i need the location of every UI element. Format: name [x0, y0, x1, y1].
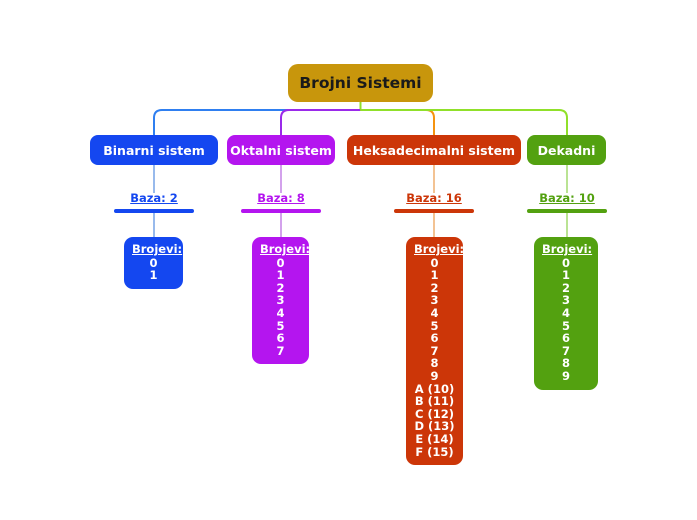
branch-node-octal[interactable]: Oktalni sistem — [227, 135, 335, 165]
digit-item: A (10) — [414, 381, 455, 396]
digit-item: 6 — [561, 331, 570, 346]
root-node-label: Brojni Sistemi — [299, 74, 422, 92]
digit-item: B (11) — [414, 394, 455, 409]
base-label-binary: Baza: 2 — [114, 192, 194, 213]
base-label-underline-bar — [394, 209, 474, 213]
digit-item: C (12) — [415, 406, 454, 421]
base-label-underline-bar — [527, 209, 607, 213]
digit-item: 5 — [561, 318, 570, 333]
base-label-text: Baza: 2 — [130, 191, 178, 205]
base-label-underline-bar — [241, 209, 321, 213]
digit-item: 9 — [561, 368, 570, 383]
digit-item: 8 — [430, 356, 439, 371]
digit-item: 7 — [276, 343, 285, 358]
digit-item: 4 — [276, 305, 285, 320]
branch-node-label: Heksadecimalni sistem — [352, 142, 516, 158]
digit-item: 7 — [561, 343, 570, 358]
digit-item: 0 — [430, 255, 439, 270]
digit-item: 3 — [276, 293, 285, 308]
digit-item: 3 — [561, 293, 570, 308]
digit-item: 3 — [430, 293, 439, 308]
digit-item: E (14) — [415, 431, 454, 446]
base-label-hexadecimal: Baza: 16 — [394, 192, 474, 213]
digit-item: 4 — [561, 305, 570, 320]
base-label-decimal: Baza: 10 — [527, 192, 607, 213]
branch-node-label: Dekadni — [537, 142, 596, 158]
digit-item: 0 — [561, 255, 570, 270]
digit-item: 7 — [430, 343, 439, 358]
leaf-title: Brojevi: — [414, 242, 465, 256]
digit-item: 6 — [276, 331, 285, 346]
connector-binary — [153, 109, 361, 136]
connector-decimal — [360, 109, 568, 136]
base-label-text: Baza: 10 — [539, 191, 595, 205]
digit-item: 1 — [149, 268, 158, 283]
leaf-title: Brojevi: — [132, 242, 183, 256]
digit-item: 1 — [430, 268, 439, 283]
digit-item: 2 — [561, 280, 570, 295]
branch-node-binary[interactable]: Binarni sistem — [90, 135, 218, 165]
branch-node-decimal[interactable]: Dekadni — [527, 135, 606, 165]
digit-item: 1 — [276, 268, 285, 283]
root-node[interactable]: Brojni Sistemi — [288, 64, 433, 102]
digit-item: 2 — [430, 280, 439, 295]
digit-item: 6 — [430, 331, 439, 346]
digit-item: 5 — [276, 318, 285, 333]
digit-item: 9 — [430, 368, 439, 383]
digit-item: 0 — [276, 255, 285, 270]
base-label-text: Baza: 16 — [406, 191, 462, 205]
digit-item: 2 — [276, 280, 285, 295]
base-label-octal: Baza: 8 — [241, 192, 321, 213]
base-label-underline-bar — [114, 209, 194, 213]
digit-item: 5 — [430, 318, 439, 333]
connector-hexadecimal — [360, 109, 435, 136]
connector-octal — [280, 109, 361, 136]
digit-item: 0 — [149, 255, 158, 270]
digit-item: D (13) — [414, 419, 455, 434]
branch-node-label: Binarni sistem — [103, 142, 205, 158]
leaf-title: Brojevi: — [542, 242, 593, 256]
base-label-text: Baza: 8 — [257, 191, 305, 205]
leaf-title: Brojevi: — [260, 242, 311, 256]
digit-item: F (15) — [415, 444, 454, 459]
digit-item: 1 — [561, 268, 570, 283]
digit-item: 4 — [430, 305, 439, 320]
digit-item: 8 — [561, 356, 570, 371]
branch-node-hexadecimal[interactable]: Heksadecimalni sistem — [347, 135, 521, 165]
branch-node-label: Oktalni sistem — [230, 142, 332, 158]
